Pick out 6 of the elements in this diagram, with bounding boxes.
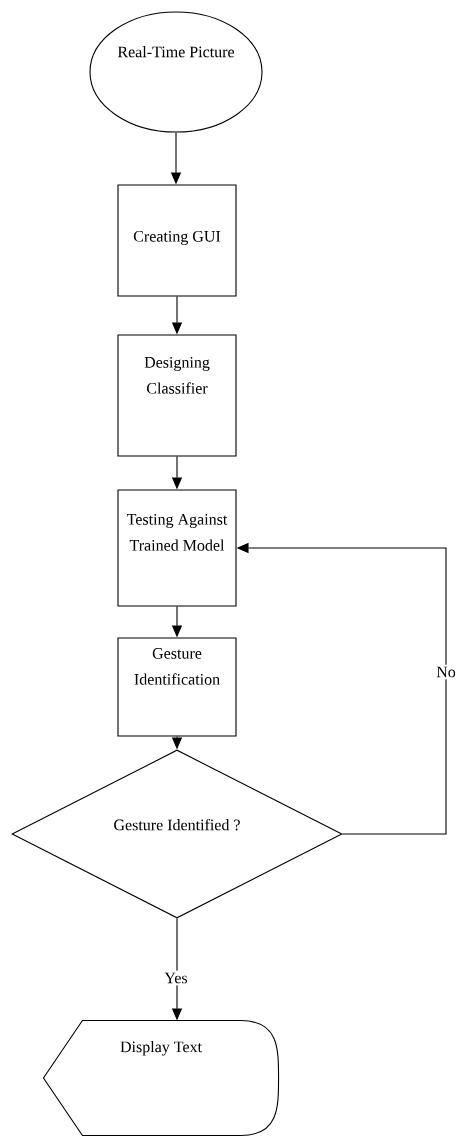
process-box: Designing Classifier bbox=[117, 334, 237, 457]
edge-label: No bbox=[434, 664, 458, 680]
process-box: Testing Against Trained Model bbox=[117, 489, 237, 607]
process-box: Gesture Identification bbox=[117, 637, 237, 737]
process-box: Creating GUI bbox=[117, 184, 237, 297]
edge-label: Yes bbox=[162, 970, 190, 986]
